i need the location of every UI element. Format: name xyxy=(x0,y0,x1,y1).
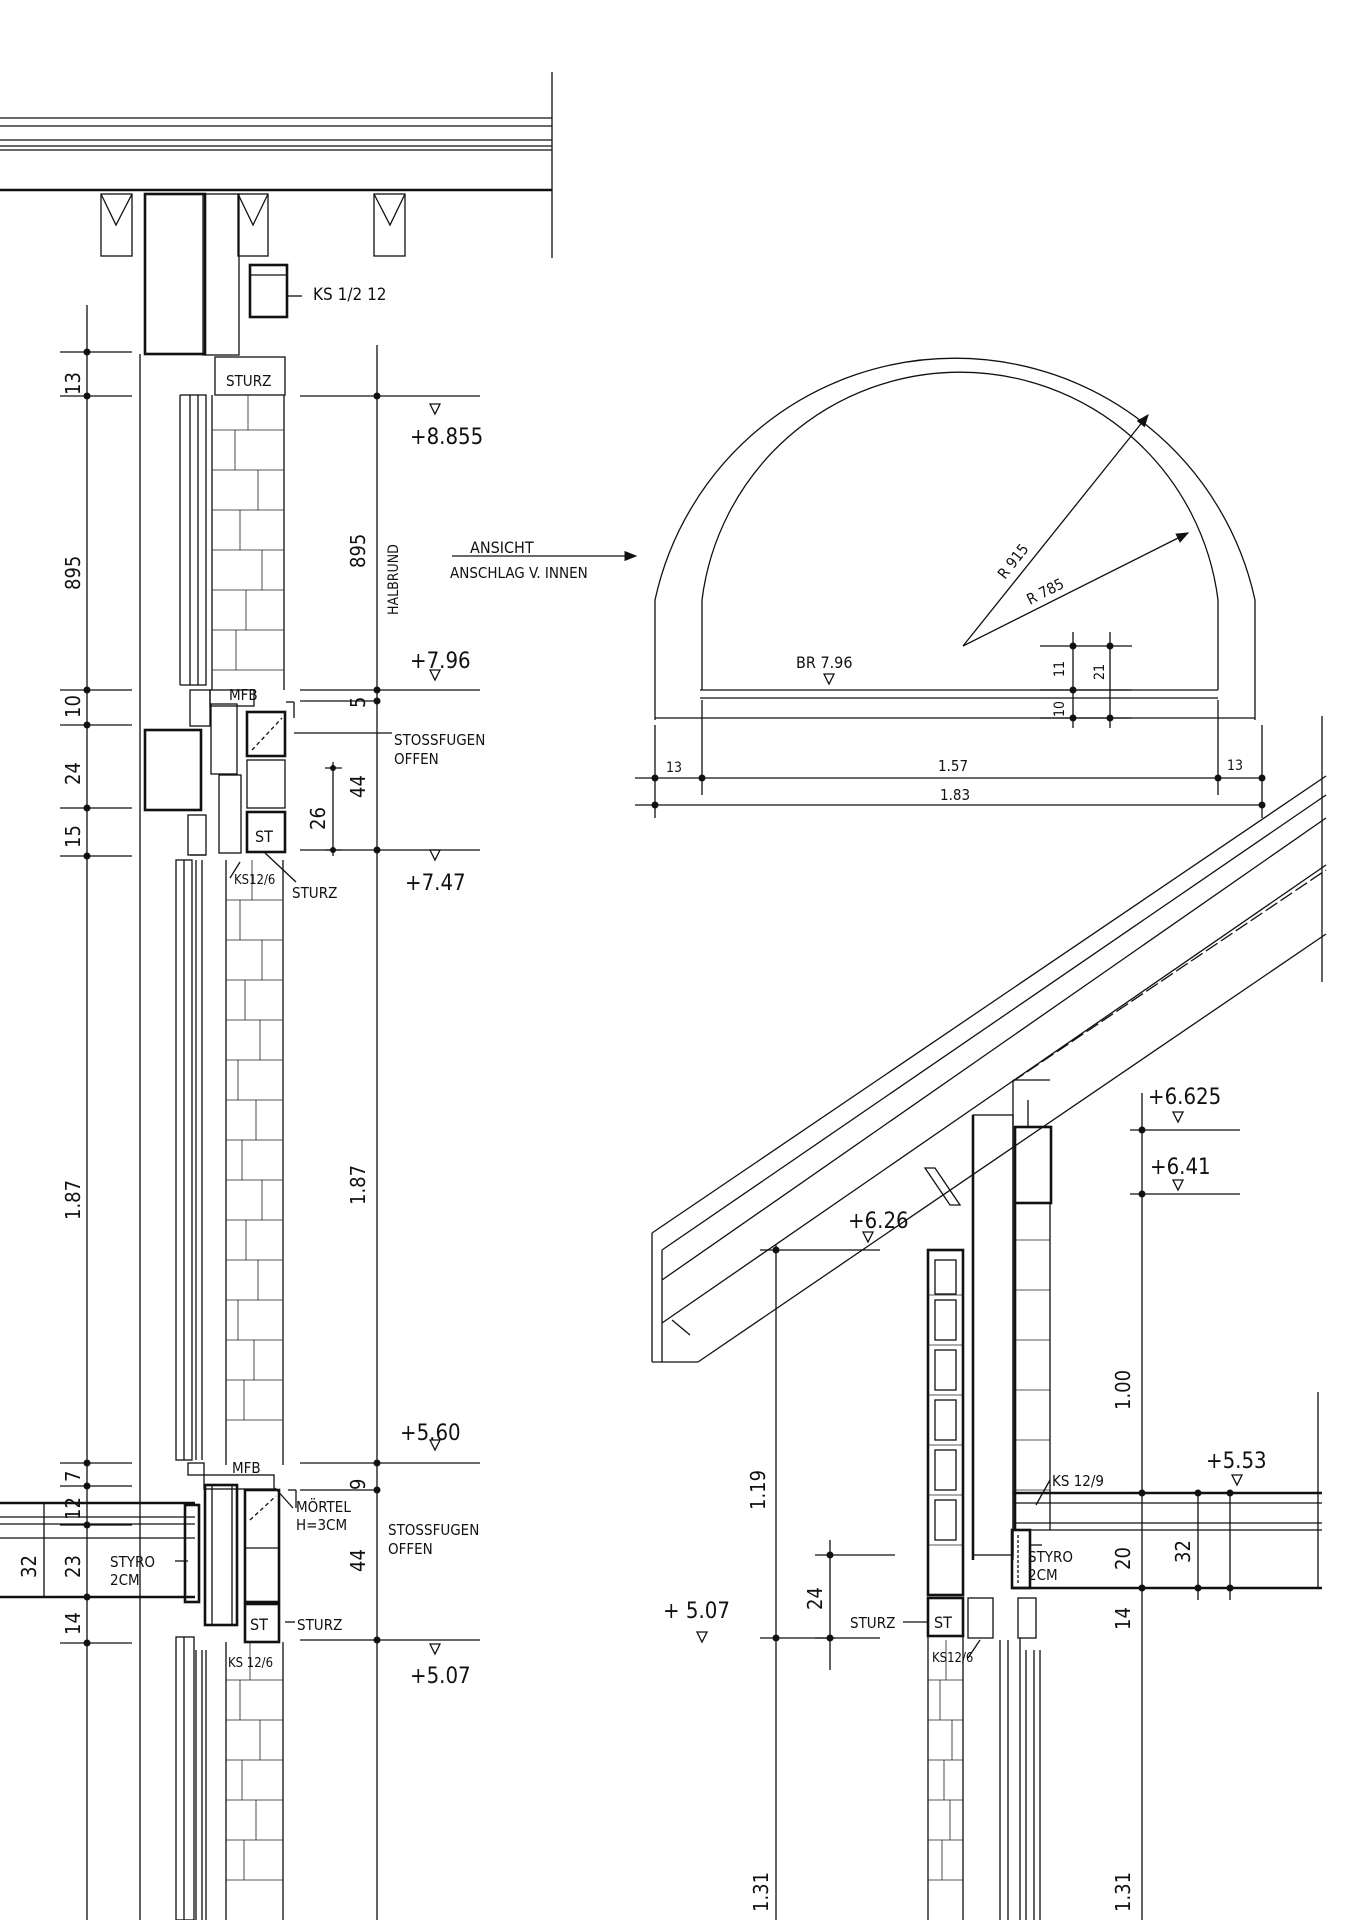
arch-labels: ANSICHT ANSCHLAG V. INNEN R 915 R 785 BR… xyxy=(450,538,1243,804)
level-641: +6.41 xyxy=(1150,1155,1211,1180)
left-labels: KS 1/2 12 STURZ MFB STOSSFUGEN OFFEN ST … xyxy=(17,285,485,1689)
dim-187-left: 1.87 xyxy=(61,1180,85,1220)
label-ks-12-6-right: KS12/6 xyxy=(932,1651,973,1666)
dim-187-inner: 1.87 xyxy=(346,1165,370,1205)
dim-183: 1.83 xyxy=(940,786,970,804)
dim-157: 1.57 xyxy=(938,757,968,775)
dim-44-low: 44 xyxy=(346,1549,370,1572)
label-styro-right: STYRO xyxy=(1028,1548,1073,1566)
label-halbrund: HALBRUND xyxy=(386,544,402,615)
dim-radius-915: R 915 xyxy=(994,540,1032,582)
left-wall-section xyxy=(0,72,553,1920)
left-dim-ticks xyxy=(60,348,132,1647)
label-st-low: ST xyxy=(250,1615,268,1634)
dim-13-arch-right: 13 xyxy=(1227,758,1243,774)
inner-dim-ticks xyxy=(300,392,480,1644)
dim-44-top: 44 xyxy=(346,775,370,798)
label-styro-2cm-left: 2CM xyxy=(110,1571,140,1589)
label-sturz-top: STURZ xyxy=(226,372,271,390)
label-ks-12-6-top: KS12/6 xyxy=(234,873,275,888)
dim-10-arch: 10 xyxy=(1052,701,1068,717)
dim-23-left: 23 xyxy=(61,1555,85,1578)
dim-26-top: 26 xyxy=(306,807,330,830)
dim-895-inner: 895 xyxy=(346,534,370,568)
label-ks-12-9: KS 12/9 xyxy=(1052,1472,1104,1490)
level-747: +7.47 xyxy=(405,871,466,896)
dim-5-inner: 5 xyxy=(346,697,370,708)
label-styro-left: STYRO xyxy=(110,1553,155,1571)
dim-11-arch: 11 xyxy=(1052,661,1068,677)
label-sturz-low: STURZ xyxy=(297,1616,342,1634)
label-moertel-h: H=3CM xyxy=(296,1516,347,1534)
level-507-right: + 5.07 xyxy=(663,1599,730,1624)
label-anschlag: ANSCHLAG V. INNEN xyxy=(450,564,588,582)
dim-20-right: 20 xyxy=(1111,1547,1135,1570)
level-626: +6.26 xyxy=(848,1209,909,1234)
dim-13-arch-left: 13 xyxy=(666,760,682,776)
label-stossfugen-top: STOSSFUGEN xyxy=(394,731,485,749)
dim-24-right: 24 xyxy=(803,1587,827,1610)
label-mfb-top: MFB xyxy=(229,686,258,704)
label-moertel: MÖRTEL xyxy=(296,1497,351,1516)
right-roof-section xyxy=(651,716,1327,1920)
level-553: +5.53 xyxy=(1206,1449,1267,1474)
dim-radius-785: R 785 xyxy=(1024,575,1067,609)
dim-32-right: 32 xyxy=(1171,1540,1195,1563)
label-sturz-right: STURZ xyxy=(850,1614,895,1632)
dim-12-left: 12 xyxy=(61,1497,85,1520)
dim-14-right: 14 xyxy=(1111,1607,1135,1630)
dim-9-inner: 9 xyxy=(346,1479,370,1490)
dim-131-right-a: 1.31 xyxy=(749,1872,773,1912)
label-mfb-low: MFB xyxy=(232,1459,261,1477)
dim-14-left: 14 xyxy=(61,1612,85,1635)
label-ks-1-2-12: KS 1/2 12 xyxy=(313,285,387,305)
dim-100: 1.00 xyxy=(1111,1370,1135,1410)
label-st-right: ST xyxy=(934,1613,952,1632)
level-796: +7.96 xyxy=(410,649,471,674)
dim-7-left: 7 xyxy=(61,1471,85,1482)
label-ansicht: ANSICHT xyxy=(470,538,534,557)
label-offen-top: OFFEN xyxy=(394,750,439,768)
label-br-796: BR 7.96 xyxy=(796,653,852,672)
level-6625: +6.625 xyxy=(1148,1085,1221,1110)
dim-119: 1.19 xyxy=(746,1470,770,1510)
dim-24-left: 24 xyxy=(61,762,85,785)
label-sturz-mid: STURZ xyxy=(292,884,337,902)
dim-32-left: 32 xyxy=(17,1555,41,1578)
label-ks-12-6-low: KS 12/6 xyxy=(228,1656,273,1671)
right-labels: +6.625 +6.41 +6.26 +5.53 + 5.07 KS 12/9 … xyxy=(663,1085,1267,1912)
dim-13-left: 13 xyxy=(61,372,85,395)
dim-895-left: 895 xyxy=(61,556,85,590)
label-offen-low: OFFEN xyxy=(388,1540,433,1558)
arch-view xyxy=(452,357,1266,818)
level-507: +5.07 xyxy=(410,1664,471,1689)
label-st-top: ST xyxy=(255,827,273,846)
label-stossfugen-low: STOSSFUGEN xyxy=(388,1521,479,1539)
dim-21-arch: 21 xyxy=(1092,664,1108,680)
level-8855: +8.855 xyxy=(410,425,483,450)
dim-131-right-b: 1.31 xyxy=(1111,1872,1135,1912)
dim-10-left: 10 xyxy=(61,695,85,718)
level-560: +5.60 xyxy=(400,1421,461,1446)
label-styro-2cm-right: 2CM xyxy=(1028,1566,1058,1584)
dim-15-left: 15 xyxy=(61,825,85,848)
